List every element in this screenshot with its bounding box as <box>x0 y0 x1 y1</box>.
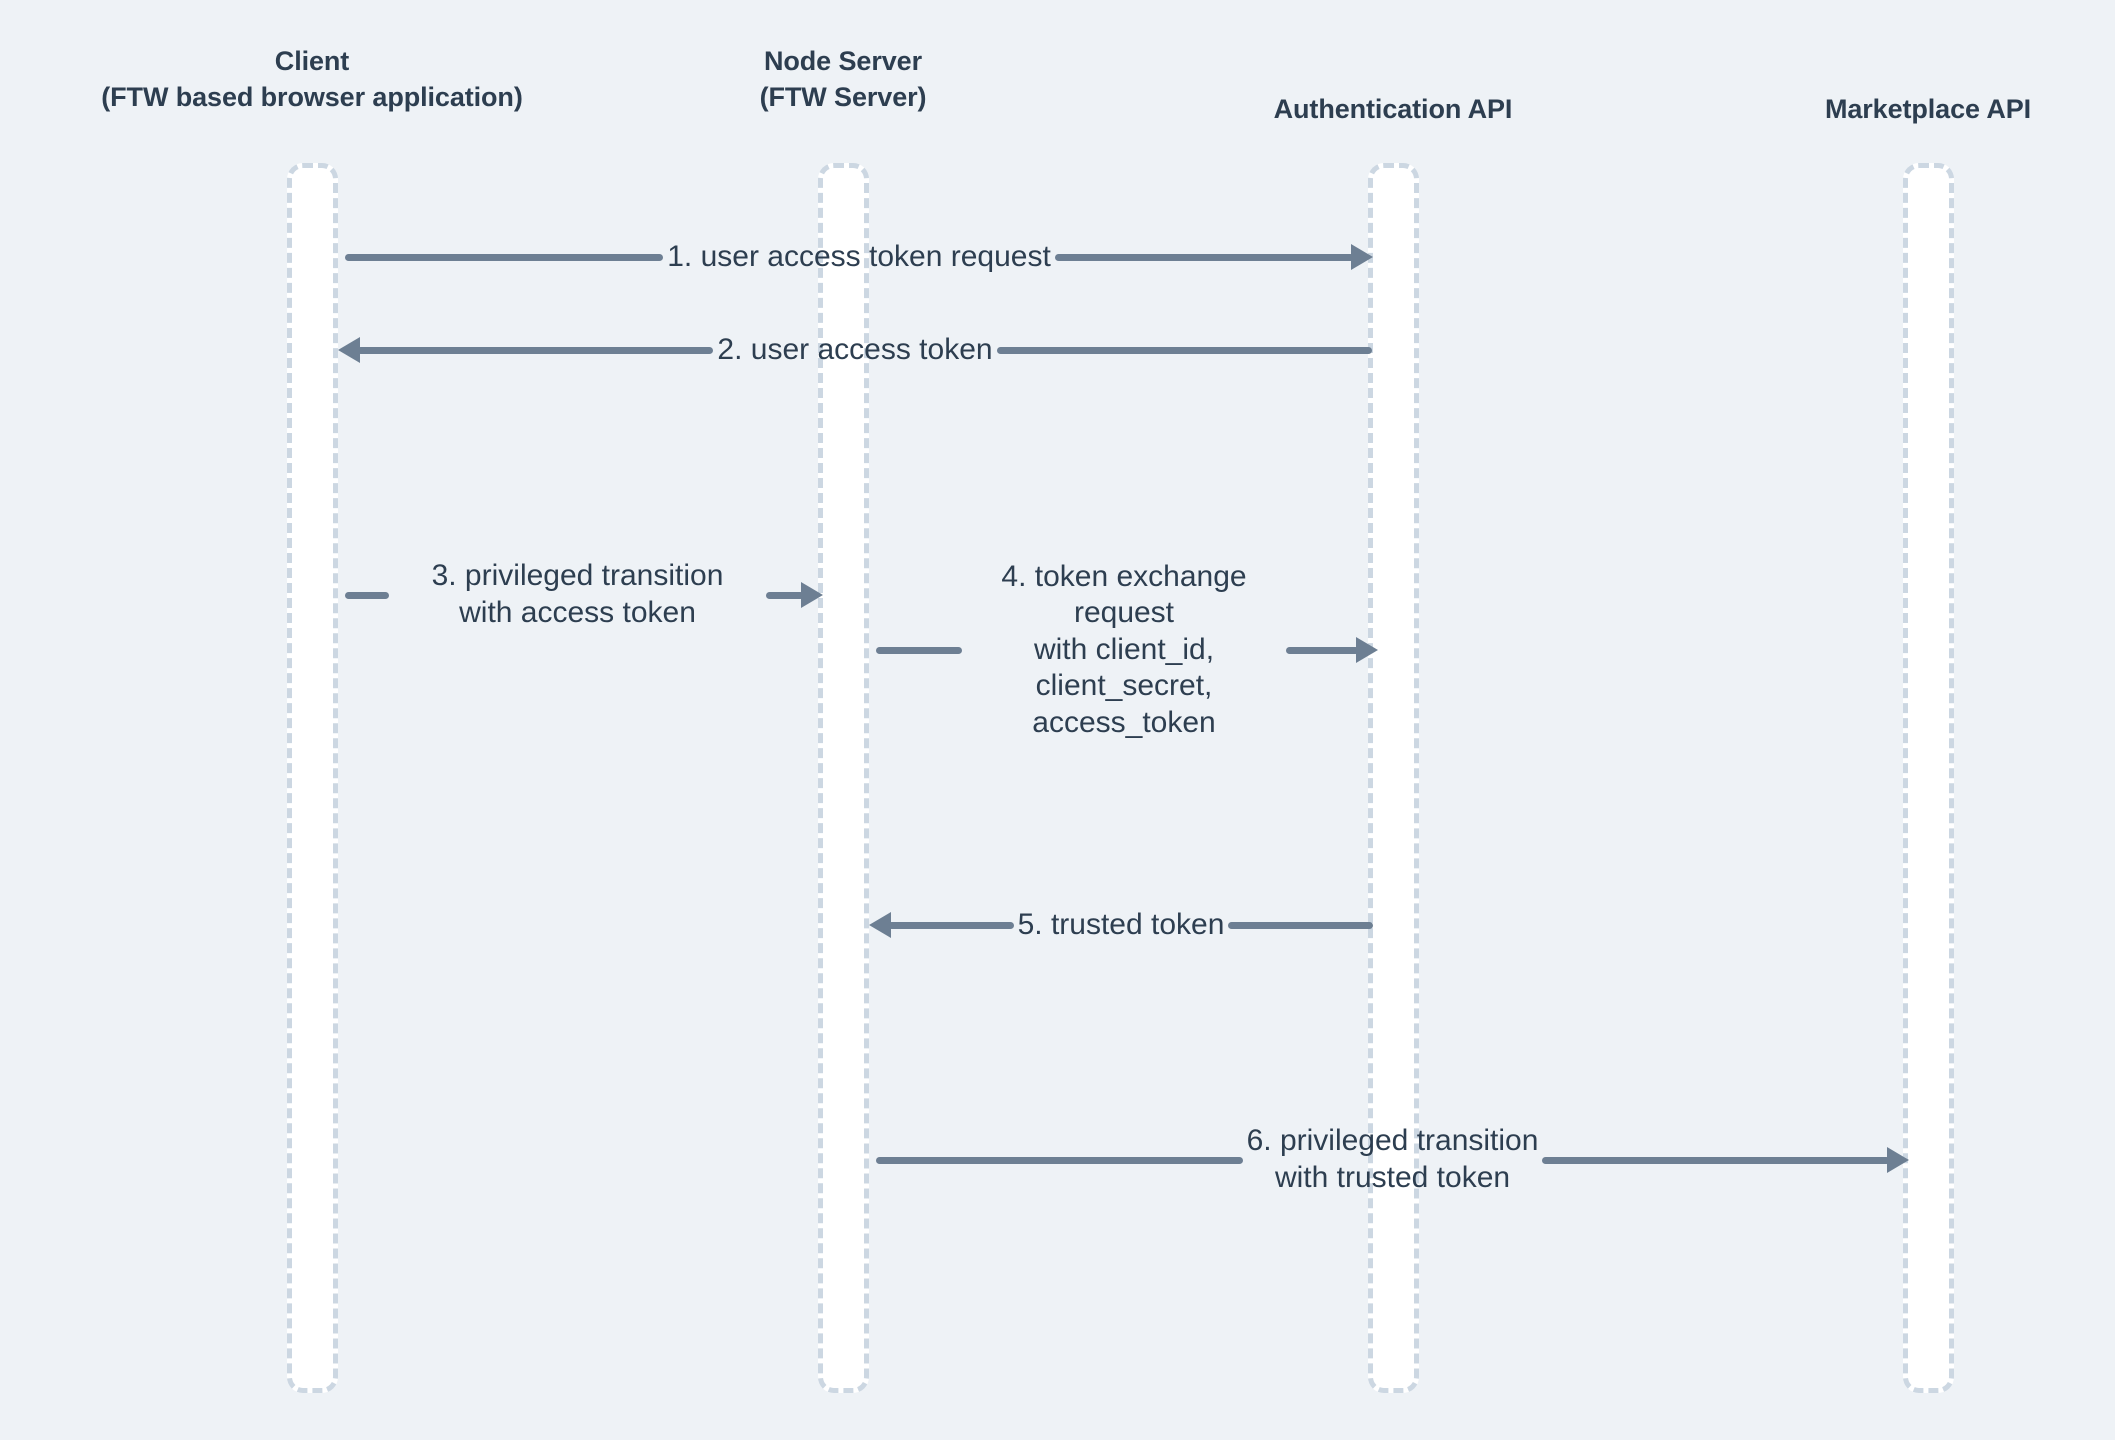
actor-header-node-server: Node Server (FTW Server) <box>759 46 927 112</box>
message-6-line-left <box>876 1148 1243 1172</box>
message-5-arrow <box>869 912 1014 938</box>
message-4-label: 4. token exchange request with client_id… <box>1001 559 1247 739</box>
message-4: 4. token exchange request with client_id… <box>876 540 1378 760</box>
lifeline-node-server <box>818 163 869 1393</box>
message-1-arrow <box>1054 244 1374 270</box>
lifeline-marketplace-api <box>1903 163 1954 1393</box>
actor-header-marketplace-api: Marketplace API <box>1824 94 2032 124</box>
message-4-arrow <box>1286 637 1378 663</box>
lifeline-client <box>287 163 338 1393</box>
message-3-label: 3. privileged transition with access tok… <box>431 559 724 629</box>
message-5-label: 5. trusted token <box>1017 907 1225 941</box>
message-3: 3. privileged transition with access tok… <box>345 545 823 645</box>
message-2-line-right <box>996 338 1372 362</box>
message-3-arrow <box>766 582 823 608</box>
message-2-arrow <box>338 337 714 363</box>
message-5: 5. trusted token <box>869 895 1374 955</box>
actor-header-client: Client (FTW based browser application) <box>101 46 523 112</box>
message-3-line-left <box>345 583 389 607</box>
message-6-arrow <box>1542 1147 1910 1173</box>
message-5-line-right <box>1228 913 1374 937</box>
message-4-line-left <box>876 638 962 662</box>
actor-header-auth-api: Authentication API <box>1273 94 1513 124</box>
message-1-line-left <box>345 245 664 269</box>
lifeline-auth-api <box>1368 163 1419 1393</box>
